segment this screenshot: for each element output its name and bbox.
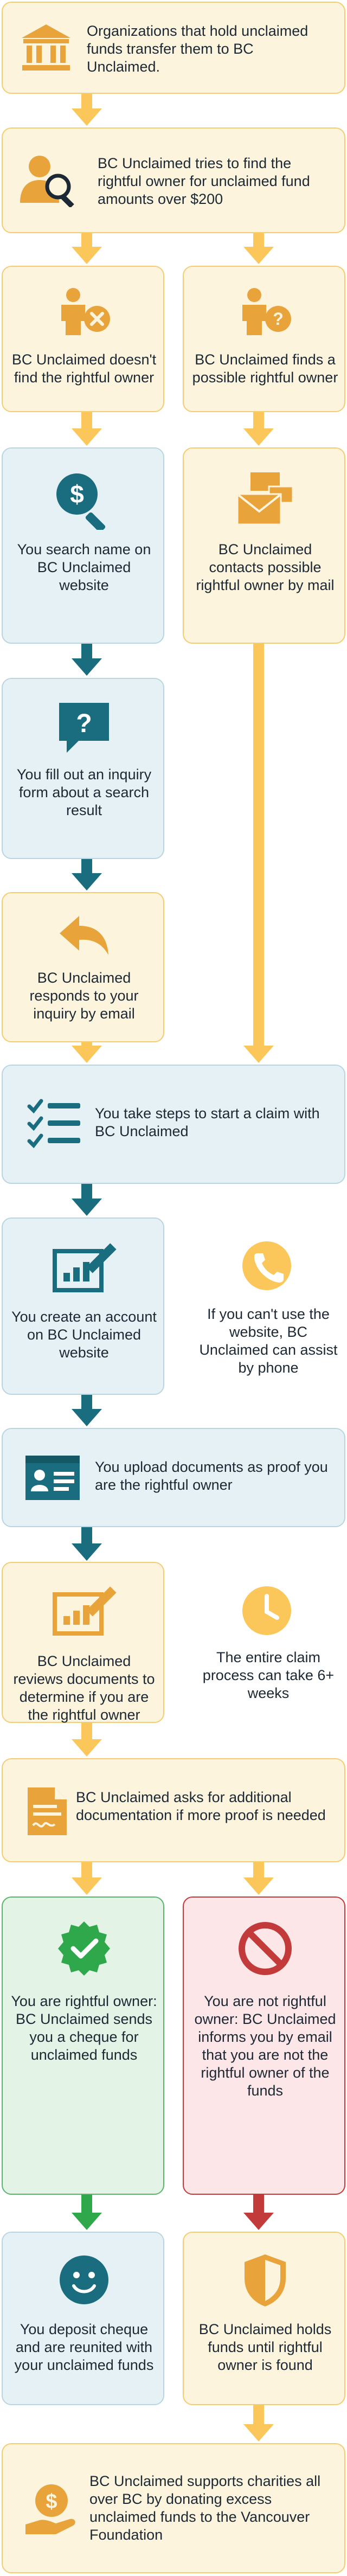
- connector-3b: [253, 411, 264, 430]
- step-text: BC Unclaimed contacts possible rightful …: [196, 541, 335, 593]
- step-charity-donation: $ BC Unclaimed supports charities all ov…: [2, 2443, 345, 2573]
- check-badge-icon: [56, 1920, 112, 1977]
- form-edit-icon: [52, 1585, 117, 1637]
- step-text: Organizations that hold unclaimed funds …: [87, 23, 309, 75]
- connector-11a: [81, 1861, 92, 1879]
- smiley-icon: [59, 2254, 110, 2305]
- arrowhead-11b: [243, 1877, 274, 1895]
- step-hold-funds: BC Unclaimed holds funds until rightful …: [183, 2232, 345, 2405]
- svg-text:$: $: [46, 2490, 57, 2513]
- step-text: BC Unclaimed asks for additional documen…: [76, 1789, 326, 1823]
- connector-4a: [81, 643, 92, 660]
- connector-11b: [253, 1861, 264, 1879]
- phone-assist-note: If you can't use the website, BC Unclaim…: [199, 1306, 338, 1376]
- step-inquiry-form: ? You fill out an inquiry form about a s…: [2, 678, 164, 859]
- arrowhead-11a: [72, 1877, 102, 1895]
- connector-4b-long: [253, 643, 264, 1047]
- arrowhead-1: [72, 108, 102, 126]
- step-possible-owner-found: ? BC Unclaimed finds a possible rightful…: [183, 266, 345, 412]
- step-text: BC Unclaimed responds to your inquiry by…: [29, 970, 139, 1022]
- arrowhead-2a: [72, 247, 102, 264]
- arrowhead-4a: [72, 658, 102, 676]
- svg-text:?: ?: [76, 709, 92, 738]
- step-review-documents: BC Unclaimed reviews documents to determ…: [2, 1562, 164, 1723]
- step-text: You fill out an inquiry form about a sea…: [16, 766, 152, 818]
- bank-building-icon: [19, 22, 73, 73]
- money-bag-hand-icon: $: [23, 2482, 80, 2536]
- step-deposit-cheque: You deposit cheque and are reunited with…: [2, 2232, 164, 2405]
- step-owner-not-found: BC Unclaimed doesn't find the rightful o…: [2, 266, 164, 412]
- arrowhead-3a: [72, 428, 102, 446]
- step-email-response: BC Unclaimed responds to your inquiry by…: [2, 892, 164, 1042]
- shield-icon: [242, 2253, 288, 2308]
- arrowhead-7: [72, 1199, 102, 1216]
- step-text: BC Unclaimed reviews documents to determ…: [13, 1653, 155, 1723]
- connector-7: [81, 1183, 92, 1201]
- step-text: You take steps to start a claim with BC …: [95, 1105, 320, 1139]
- magnifier-dollar-icon: $: [53, 470, 113, 530]
- connector-8: [81, 1394, 92, 1411]
- reply-arrow-icon: [59, 914, 111, 957]
- connector-5: [81, 858, 92, 875]
- connector-13b: [253, 2404, 264, 2425]
- step-text: You search name on BC Unclaimed website: [17, 541, 151, 593]
- step-text: BC Unclaimed finds a possible rightful o…: [192, 351, 338, 386]
- step-start-claim: You take steps to start a claim with BC …: [2, 1065, 345, 1184]
- connector-2a: [81, 232, 92, 248]
- step-not-rightful-owner: You are not rightful owner: BC Unclaimed…: [183, 1896, 345, 2195]
- person-question-icon: ?: [237, 287, 293, 336]
- arrowhead-9: [72, 1543, 102, 1561]
- step-text: You deposit cheque and are reunited with…: [14, 2321, 154, 2373]
- clock-icon: [241, 1585, 292, 1636]
- step-text: BC Unclaimed supports charities all over…: [89, 2473, 321, 2543]
- arrowhead-12a: [72, 2213, 102, 2230]
- connector-2b: [253, 232, 264, 248]
- step-upload-documents: You upload documents as proof you are th…: [2, 1428, 345, 1527]
- connector-3a: [81, 411, 92, 430]
- arrowhead-4b: [243, 1046, 274, 1063]
- no-entry-icon: [237, 1920, 293, 1977]
- step-find-owner: BC Unclaimed tries to find the rightful …: [2, 127, 345, 233]
- connector-10: [81, 1722, 92, 1741]
- step-contact-by-mail: BC Unclaimed contacts possible rightful …: [183, 447, 345, 644]
- step-text: You create an account on BC Unclaimed we…: [11, 1309, 157, 1361]
- step-text: BC Unclaimed holds funds until rightful …: [198, 2321, 332, 2373]
- person-x-icon: [56, 287, 112, 336]
- form-edit-icon: [52, 1241, 117, 1293]
- arrowhead-3b: [243, 428, 274, 446]
- document-icon: [25, 1785, 69, 1837]
- arrowhead-6: [72, 1046, 102, 1063]
- step-text: You upload documents as proof you are th…: [95, 1459, 328, 1493]
- step-additional-documentation: BC Unclaimed asks for additional documen…: [2, 1758, 345, 1862]
- arrowhead-8: [72, 1409, 102, 1426]
- checklist-icon: [27, 1095, 81, 1150]
- step-transfer-funds: Organizations that hold unclaimed funds …: [2, 2, 345, 94]
- mail-envelope-icon: [235, 470, 295, 527]
- id-card-icon: [23, 1453, 82, 1502]
- arrowhead-10: [72, 1739, 102, 1757]
- step-rightful-owner: You are rightful owner: BC Unclaimed sen…: [2, 1896, 164, 2195]
- arrowhead-12b: [243, 2213, 274, 2230]
- connector-12b: [253, 2194, 264, 2214]
- arrowhead-13b: [243, 2424, 274, 2442]
- step-create-account: You create an account on BC Unclaimed we…: [2, 1217, 164, 1395]
- step-text: You are rightful owner: BC Unclaimed sen…: [11, 1993, 157, 2063]
- svg-text:?: ?: [273, 309, 284, 329]
- step-search-name: $ You search name on BC Unclaimed websit…: [2, 447, 164, 644]
- arrowhead-5: [72, 873, 102, 890]
- connector-9: [81, 1527, 92, 1546]
- step-text: BC Unclaimed doesn't find the rightful o…: [11, 351, 157, 386]
- person-search-icon: [19, 153, 79, 207]
- connector-12a: [81, 2194, 92, 2214]
- duration-note: The entire claim process can take 6+ wee…: [202, 1649, 335, 1701]
- svg-text:$: $: [70, 480, 84, 508]
- speech-question-icon: ?: [57, 701, 111, 755]
- step-text: BC Unclaimed tries to find the rightful …: [98, 155, 310, 207]
- step-text: You are not rightful owner: BC Unclaimed…: [194, 1993, 336, 2099]
- connector-1: [81, 93, 92, 110]
- phone-icon: [241, 1240, 292, 1291]
- arrowhead-2b: [243, 247, 274, 264]
